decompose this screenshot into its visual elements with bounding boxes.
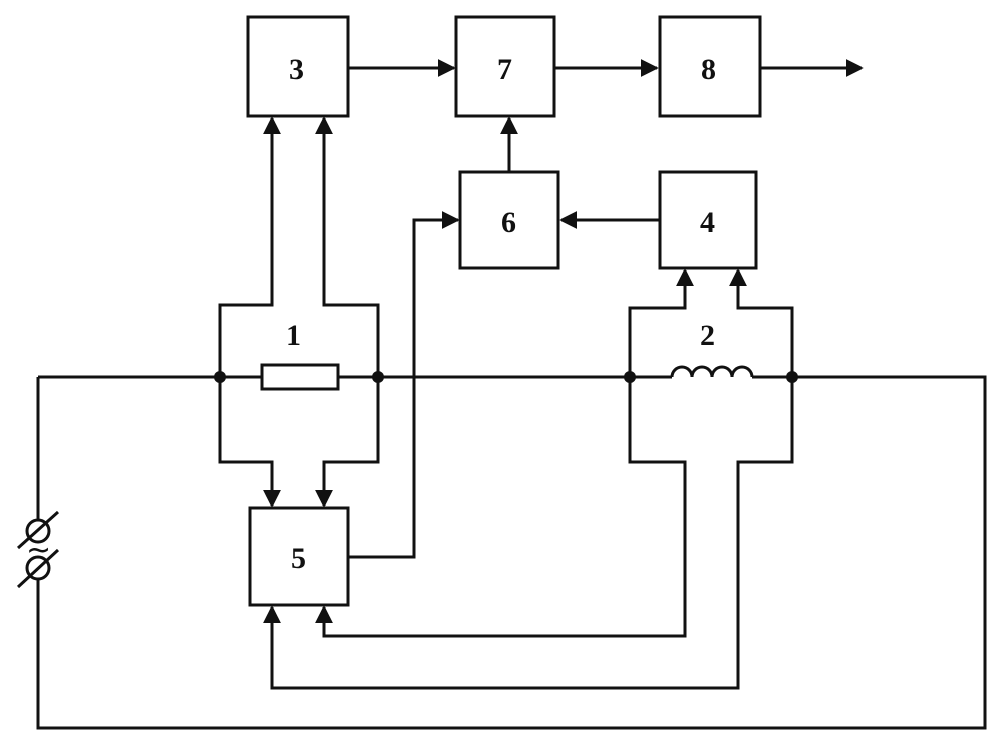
resistor-1-label: 1 [286, 319, 301, 352]
main-circuit-loop [36, 375, 987, 730]
ac-source-icon: ~ [16, 510, 60, 589]
inductor-taps-to-block-5 [263, 377, 794, 690]
block-6-label: 6 [501, 206, 516, 239]
block-4: 4 [658, 170, 758, 270]
ac-source-symbol: ~ [26, 533, 51, 568]
block-7: 7 [454, 15, 556, 118]
block-8-label: 8 [701, 53, 716, 86]
inductor-taps-to-block-4 [628, 268, 794, 377]
connector-5-to-6 [348, 211, 460, 559]
block-5-label: 5 [291, 542, 306, 575]
resistor-1: 1 [260, 319, 340, 391]
block-8: 8 [658, 15, 762, 118]
inductor-2: 2 [670, 319, 754, 378]
block-5: 5 [248, 506, 350, 607]
resistor-taps-to-block-3 [218, 116, 380, 377]
block-3: 3 [246, 15, 350, 118]
inductor-2-label: 2 [700, 319, 715, 352]
block-3-label: 3 [289, 53, 304, 86]
block-4-label: 4 [700, 206, 715, 239]
block-7-label: 7 [497, 53, 512, 86]
resistor-taps-to-block-5 [218, 377, 380, 508]
block-6: 6 [458, 170, 560, 270]
